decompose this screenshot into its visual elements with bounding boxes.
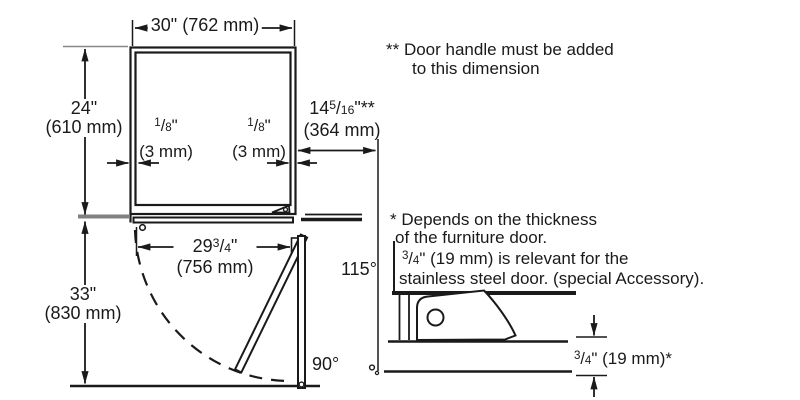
hinge-detail-drawing (384, 241, 576, 373)
dim-swing-height-in: 33" (69, 284, 97, 304)
dim-door-thickness-label: 3/4" (19 mm)* (574, 347, 672, 371)
gap-left-unit: " (171, 115, 178, 135)
note-frac-num: 3 (402, 250, 409, 262)
gap-left-num: 1 (154, 117, 161, 129)
door-115-end-pin (368, 364, 376, 371)
note-frac-slash: / (408, 249, 413, 268)
inner-width-den: 4 (224, 241, 232, 256)
dim-swing-height-mm: (830 mm) (44, 303, 122, 323)
dim-gap-left-label: 1/8" (3 mm) (139, 112, 193, 163)
gap-right-num: 1 (247, 117, 254, 129)
dim-gap-left-in: 1/8" (139, 112, 193, 140)
thickness-rest: (19 mm)* (597, 348, 673, 368)
dim-inner-width-mm: (756 mm) (176, 257, 254, 278)
thickness-num: 3 (574, 350, 581, 362)
note-thickness-line3-rest: " (19 mm) is relevant for the (419, 248, 629, 268)
closed-door-panel (132, 216, 294, 224)
door-90-end-pin (298, 381, 305, 388)
dim-left-height-label: 24" (610 mm) (42, 98, 126, 137)
thickness-den: 4 (584, 354, 592, 367)
note-thickness-line2: of the furniture door. (395, 228, 548, 247)
dim-swing-height-label: 33" (830 mm) (41, 284, 125, 323)
inner-width-unit: " (231, 236, 238, 257)
open-depth-num: 5 (329, 98, 337, 112)
note-frac-den: 4 (412, 254, 420, 267)
thickness-slash: / (580, 349, 585, 368)
gap-right-den: 8 (258, 121, 265, 134)
angle-90-label: 90° (312, 355, 339, 374)
door-swing-arc (133, 229, 289, 383)
angle-115-text: 115° (341, 259, 377, 279)
counter-lines (78, 213, 362, 222)
inner-width-slash: / (219, 237, 225, 257)
open-depth-whole: 14 (309, 98, 330, 119)
cabinet-box (129, 46, 297, 223)
dim-left-height-in: 24" (70, 98, 98, 118)
hinge-pin-left (138, 223, 147, 232)
inner-width-num: 3 (212, 236, 220, 250)
open-depth-unit: "** (354, 98, 375, 119)
note-thickness-line1: * Depends on the thickness (390, 210, 597, 229)
dim-left-height-mm: (610 mm) (45, 117, 123, 137)
gap-right-slash: / (253, 116, 259, 135)
hinge-cup (426, 308, 445, 327)
dim-gap-right-mm: (3 mm) (232, 141, 286, 161)
open-depth-den: 16 (340, 103, 355, 118)
note-thickness-line4: stainless steel door. (special Accessory… (399, 268, 705, 288)
dim-gap-right-in: 1/8" (232, 112, 286, 140)
gap-left-den: 8 (165, 121, 172, 134)
note-door-handle-line1: ** Door handle must be added (386, 40, 614, 59)
dim-gap-right-label: 1/8" (3 mm) (232, 112, 286, 163)
dim-gap-left-mm: (3 mm) (139, 141, 193, 161)
dim-open-depth-in: 145/16"** (303, 95, 380, 120)
angle-115-label: 115° (341, 260, 377, 279)
gap-right-unit: " (264, 115, 271, 135)
gap-left-slash: / (160, 116, 166, 135)
open-doors (233, 233, 380, 389)
hinge-arm (416, 289, 517, 342)
angle-90-text: 90° (312, 354, 340, 374)
closed-door (132, 204, 294, 232)
door-90-panel (297, 235, 306, 389)
note-door-handle-line2: to this dimension (412, 58, 540, 78)
note-thickness: * Depends on the thickness of the furnit… (390, 211, 704, 288)
cabinet-inner-outline (134, 51, 292, 207)
dim-inner-width-label: 293/4" (756 mm) (173, 234, 257, 278)
hinge-pin-right (282, 206, 289, 213)
note-door-handle: ** Door handle must be added to this dim… (386, 40, 614, 78)
thickness-unit: " (591, 348, 598, 368)
dim-top-width-text: 30" (762 mm) (150, 15, 260, 35)
open-depth-slash: / (336, 99, 341, 119)
cabinet-outer-outline (129, 46, 297, 216)
dim-open-depth-label: 145/16"** (364 mm) (303, 95, 380, 140)
door-115-corner-pin (374, 370, 380, 376)
dim-top-width-label: 30" (762 mm) (147, 15, 263, 35)
inner-width-whole: 29 (192, 236, 213, 257)
note-thickness-line3: 3/4" (19 mm) is relevant for the (402, 247, 704, 270)
dim-open-depth-mm: (364 mm) (303, 120, 381, 141)
dim-inner-width-in: 293/4" (176, 234, 253, 258)
